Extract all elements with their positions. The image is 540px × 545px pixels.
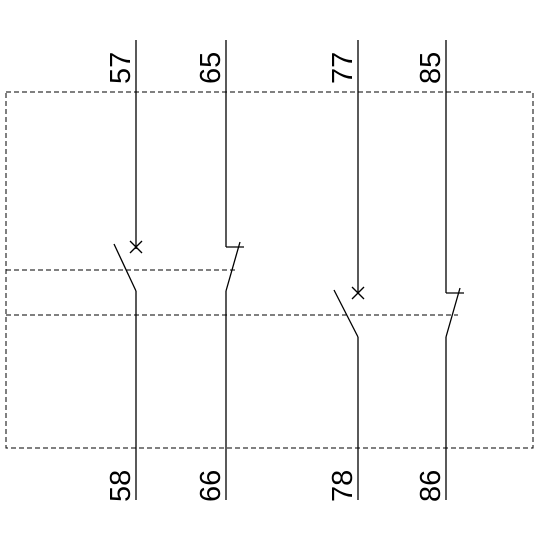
terminal-label-77: 77 (327, 52, 359, 84)
terminal-label-66: 66 (195, 470, 227, 502)
terminal-label-86: 86 (415, 470, 447, 502)
housing-outline (5, 91, 534, 449)
terminal-label-85: 85 (415, 52, 447, 84)
cross-icon-77b (351, 286, 365, 300)
cross-icon-57b (129, 240, 143, 254)
contact-57-58 (113, 40, 143, 500)
contact-77-78 (333, 40, 365, 500)
terminal-label-58: 58 (105, 470, 137, 502)
contact-65-66 (225, 40, 244, 500)
switch-blade-85-86 (445, 287, 461, 338)
switch-blade-65-66 (225, 241, 241, 292)
contact-85-86 (445, 40, 464, 500)
terminal-label-65: 65 (195, 52, 227, 84)
switch-blade-57-58 (113, 243, 137, 292)
switch-blade-77-78 (333, 289, 359, 338)
terminal-label-57: 57 (105, 52, 137, 84)
terminal-label-78: 78 (327, 470, 359, 502)
